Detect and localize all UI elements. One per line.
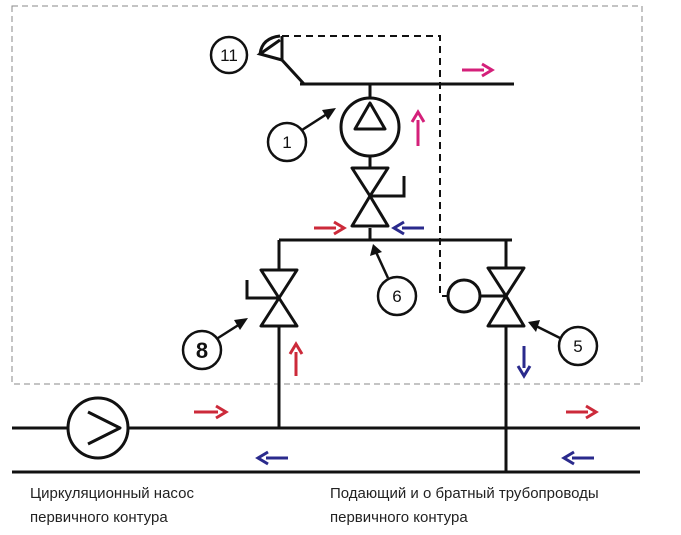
pump-caption: Циркуляционный насос первичного контура [30,482,330,530]
callout-6: 6 [370,244,418,317]
flow-arrow-up-left-branch [288,341,304,376]
flow-arrow-node-left [314,220,347,236]
secondary-pump-1 [339,96,401,158]
module-boundary-frame [11,5,643,385]
control-signal-line [282,35,448,297]
pump-caption-line2: первичного контура [30,509,168,526]
flow-arrow-up-pump [410,109,426,146]
callout-11-label: 11 [220,46,238,65]
callout-1-label: 1 [282,133,291,152]
callout-8: 8 [181,318,248,371]
flow-arrow-return-mid [255,450,288,466]
callout-11: 11 [209,35,249,75]
primary-circulation-pump [66,396,130,460]
callout-6-label: 6 [392,287,401,306]
flow-arrow-supply-mid [194,404,229,420]
shutoff-valve-center [350,166,406,228]
callout-5-label: 5 [573,337,582,356]
flow-arrow-node-right [391,220,424,236]
callout-8-label: 8 [196,338,208,363]
flow-arrow-supply-right [566,404,599,420]
balancing-valve-8 [245,268,299,328]
flow-arrow-top-right [462,62,495,78]
callout-5: 5 [528,320,599,367]
flow-arrow-down-right-branch [516,346,532,379]
pipes-caption-line1: Подающий и о братный трубопроводы [330,485,599,502]
callout-1: 1 [266,108,336,163]
temperature-sensor-11 [256,34,306,86]
flow-arrow-return-right [561,450,594,466]
mixing-valve-5 [446,266,526,328]
pipes-caption: Подающий и о братный трубопроводы первич… [330,482,680,530]
pump-caption-line1: Циркуляционный насос [30,485,194,502]
pipes-caption-line2: первичного контура [330,509,468,526]
